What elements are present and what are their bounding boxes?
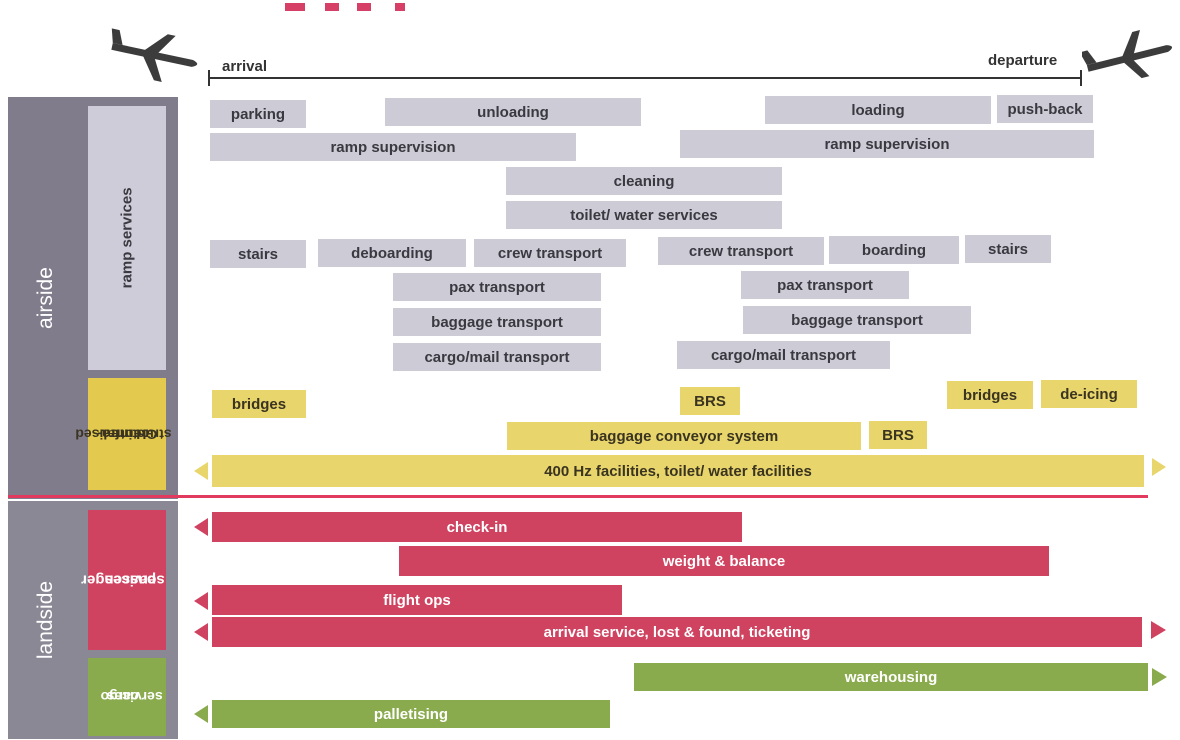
ramp-boarding: boarding bbox=[829, 236, 959, 264]
ramp-pax-transport-departure: pax transport bbox=[741, 271, 909, 299]
ramp-baggage-transport-departure: baggage transport bbox=[743, 306, 971, 334]
zone-label-landside: landside bbox=[33, 580, 57, 660]
timeline bbox=[205, 60, 1085, 90]
ramp-crew-transport-arrival: crew transport bbox=[474, 239, 626, 267]
pax-check-in: check-in bbox=[212, 512, 742, 542]
ramp-stairs-arrival: stairs bbox=[210, 240, 306, 268]
infra-bridges-departure: bridges bbox=[947, 381, 1033, 409]
ramp-crew-transport-departure: crew transport bbox=[658, 237, 824, 265]
infra-bridges-arrival: bridges bbox=[212, 390, 306, 418]
airplane-takeoff-icon bbox=[1079, 28, 1180, 84]
ramp-cargo-mail-arrival: cargo/mail transport bbox=[393, 343, 601, 371]
infra-baggage-conveyor: baggage conveyor system bbox=[507, 422, 861, 450]
arrow-right-icon bbox=[1152, 458, 1166, 476]
pax-flight-ops: flight ops bbox=[212, 585, 622, 615]
infra-400hz-facilities: 400 Hz facilities, toilet/ water facilit… bbox=[212, 455, 1144, 487]
arrow-left-icon bbox=[194, 462, 208, 480]
arrow-left-icon bbox=[194, 592, 208, 610]
pax-weight-balance: weight & balance bbox=[399, 546, 1049, 576]
ramp-cleaning: cleaning bbox=[506, 167, 782, 195]
ramp-parking: parking bbox=[210, 100, 306, 128]
arrow-left-icon bbox=[194, 623, 208, 641]
ramp-loading: loading bbox=[765, 96, 991, 124]
arrow-right-icon bbox=[1151, 621, 1166, 639]
ramp-cargo-mail-departure: cargo/mail transport bbox=[677, 341, 890, 369]
ramp-supervision-departure: ramp supervision bbox=[680, 130, 1094, 158]
timeline-start-label: arrival bbox=[222, 58, 268, 75]
ramp-push-back: push-back bbox=[997, 95, 1093, 123]
pax-arrival-service: arrival service, lost & found, ticketing bbox=[212, 617, 1142, 647]
infra-brs-departure: BRS bbox=[869, 421, 927, 449]
ramp-deboarding: deboarding bbox=[318, 239, 466, 267]
infra-de-icing: de-icing bbox=[1041, 380, 1137, 408]
airplane-landing-icon bbox=[105, 28, 205, 84]
cargo-warehousing: warehousing bbox=[634, 663, 1148, 691]
airside-landside-divider bbox=[8, 495, 1148, 498]
category-ramp-services: ramp services bbox=[88, 106, 166, 370]
header-fragment bbox=[285, 0, 425, 11]
timeline-end-label: departure bbox=[988, 52, 1058, 69]
arrow-left-icon bbox=[194, 705, 208, 723]
ramp-baggage-transport-arrival: baggage transport bbox=[393, 308, 601, 336]
ramp-stairs-departure: stairs bbox=[965, 235, 1051, 263]
zone-label-airside: airside bbox=[33, 267, 57, 329]
ramp-pax-transport-arrival: pax transport bbox=[393, 273, 601, 301]
arrow-left-icon bbox=[194, 518, 208, 536]
ramp-supervision-arrival: ramp supervision bbox=[210, 133, 576, 161]
infra-brs-arrival: BRS bbox=[680, 387, 740, 415]
ramp-toilet-water: toilet/ water services bbox=[506, 201, 782, 229]
arrow-right-icon bbox=[1152, 668, 1167, 686]
ramp-unloading: unloading bbox=[385, 98, 641, 126]
cargo-palletising: palletising bbox=[212, 700, 610, 728]
